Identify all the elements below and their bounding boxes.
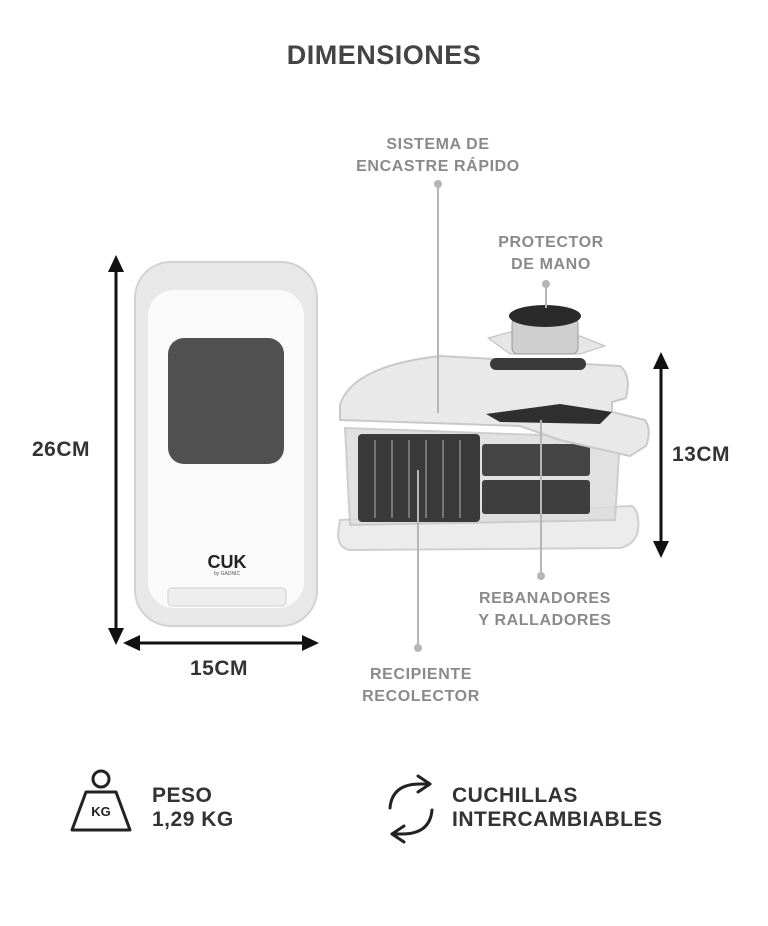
feature-weight: PESO 1,29 KG xyxy=(152,784,234,832)
device-front-view xyxy=(134,261,318,627)
callout-protector: PROTECTOR DE MANO xyxy=(476,232,626,276)
callout-protector-line-2: DE MANO xyxy=(511,256,591,273)
feature-weight-line-1: PESO xyxy=(152,784,213,807)
callout-protector-line-1: PROTECTOR xyxy=(498,234,604,251)
callout-rebanadores-line-2: Y RALLADORES xyxy=(478,612,612,629)
feature-blades: CUCHILLAS INTERCAMBIABLES xyxy=(452,784,663,832)
brand-sub: by GADNIC xyxy=(213,571,241,577)
callout-encastre: SISTEMA DE ENCASTRE RÁPIDO xyxy=(348,134,528,178)
callout-encastre-line-2: ENCASTRE RÁPIDO xyxy=(356,158,520,175)
weight-kg-icon xyxy=(70,769,132,832)
page-title: DIMENSIONES xyxy=(286,40,482,70)
dimension-width-label: 15CM xyxy=(190,657,249,680)
callout-recipiente-line-2: RECOLECTOR xyxy=(362,688,480,705)
callout-encastre-line-1: SISTEMA DE xyxy=(386,136,490,153)
callout-rebanadores-line-1: REBANADORES xyxy=(479,590,611,607)
callout-leaders xyxy=(414,180,550,652)
callout-recipiente: RECIPIENTE RECOLECTOR xyxy=(346,664,496,708)
feature-blades-line-2: INTERCAMBIABLES xyxy=(452,808,663,831)
device-side-view xyxy=(336,305,650,552)
brand-logo: CUK xyxy=(207,552,247,572)
swap-arrows-icon xyxy=(388,774,434,844)
callout-recipiente-line-1: RECIPIENTE xyxy=(369,666,472,683)
dimension-height-label: 26CM xyxy=(32,438,91,461)
weight-icon-label: KG xyxy=(91,804,111,819)
feature-blades-line-1: CUCHILLAS xyxy=(452,784,578,807)
width-arrow xyxy=(123,635,319,651)
dimension-depth-label: 13CM xyxy=(672,443,731,466)
feature-weight-line-2: 1,29 KG xyxy=(152,808,234,831)
callout-rebanadores: REBANADORES Y RALLADORES xyxy=(462,588,628,632)
front-window xyxy=(168,338,284,464)
height-arrow xyxy=(108,255,124,645)
depth-arrow xyxy=(653,352,669,558)
